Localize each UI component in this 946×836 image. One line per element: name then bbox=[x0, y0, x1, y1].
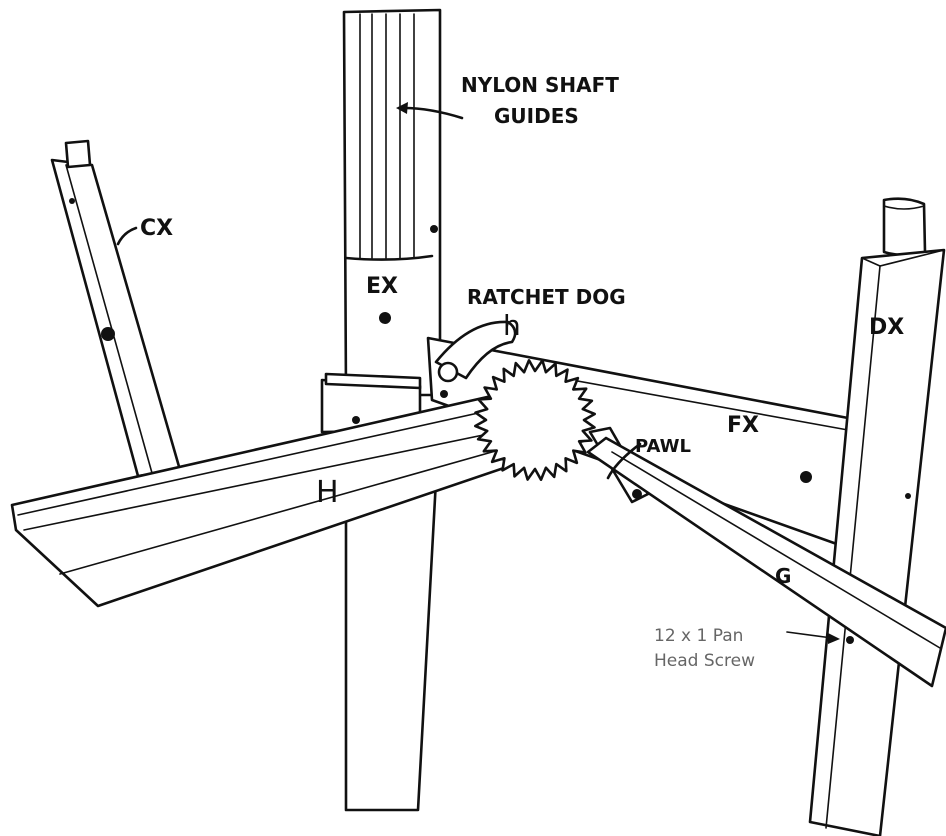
label-pointers bbox=[116, 102, 840, 644]
label-g: G bbox=[775, 564, 791, 588]
cx-post bbox=[50, 139, 182, 478]
label-screw-line2: Head Screw bbox=[654, 651, 755, 671]
ex-post bbox=[342, 8, 442, 397]
label-fx: FX bbox=[727, 413, 759, 438]
shaft-h bbox=[10, 383, 588, 608]
ex-post-lower bbox=[344, 478, 438, 812]
label-h-small: h bbox=[503, 309, 521, 342]
label-cx: CX bbox=[140, 216, 173, 241]
label-screw-line1: 12 x 1 Pan bbox=[654, 626, 743, 646]
label-nylon-shaft: NYLON SHAFT bbox=[461, 73, 619, 97]
lever-g bbox=[586, 436, 946, 688]
label-dx: DX bbox=[869, 315, 904, 340]
ratchet-dog bbox=[434, 320, 517, 398]
label-guides: GUIDES bbox=[494, 104, 579, 128]
label-ex: EX bbox=[366, 274, 398, 299]
label-h-big: H bbox=[316, 475, 339, 510]
label-pawl: PAWL bbox=[635, 436, 691, 457]
ratchet-wheel bbox=[474, 359, 596, 481]
dx-post bbox=[808, 197, 946, 836]
label-ratchet-dog: RATCHET DOG bbox=[467, 285, 626, 309]
